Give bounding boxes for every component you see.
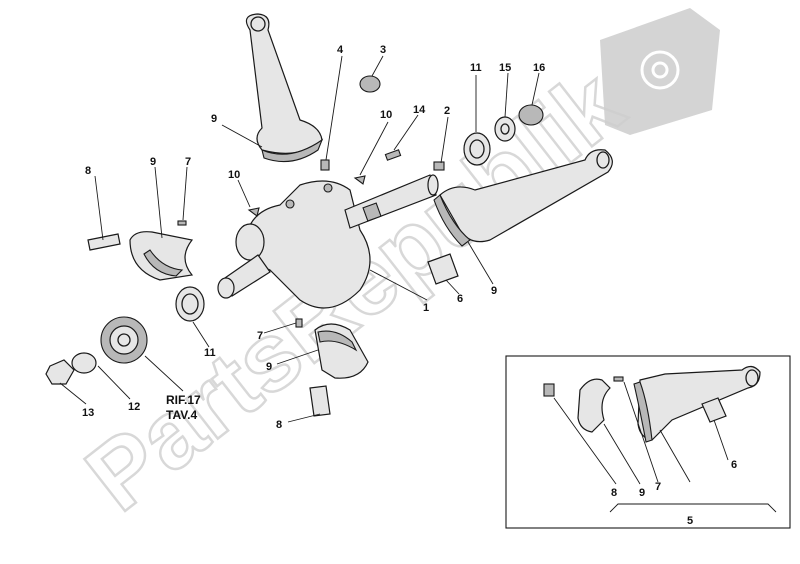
callout-11b: 11 bbox=[204, 347, 216, 359]
callout-10b: 10 bbox=[380, 109, 392, 121]
inset-connecting-rod bbox=[633, 365, 761, 443]
callout-2: 2 bbox=[444, 105, 450, 117]
callout-15: 15 bbox=[499, 62, 511, 74]
key-14 bbox=[384, 149, 402, 161]
callout-4: 4 bbox=[337, 44, 344, 56]
inset-box: 8 7 9 6 5 bbox=[505, 355, 791, 529]
bearing-cap-lower bbox=[314, 323, 369, 379]
callout-14: 14 bbox=[413, 104, 426, 116]
bushing-6 bbox=[427, 253, 459, 285]
reference-note-line2: TAV.4 bbox=[166, 408, 197, 422]
inset-leaders bbox=[553, 381, 777, 513]
inset-callout-6: 6 bbox=[731, 459, 737, 471]
reference-note: RIF.17 TAV.4 bbox=[166, 393, 201, 422]
nut-13 bbox=[45, 359, 75, 385]
inset-pin bbox=[613, 376, 624, 382]
washer-12 bbox=[71, 352, 97, 374]
inset-callout-7: 7 bbox=[655, 481, 661, 493]
callout-10a: 10 bbox=[228, 169, 240, 181]
pin-7b bbox=[295, 318, 303, 328]
callout-8a: 8 bbox=[85, 165, 91, 177]
callout-9a: 9 bbox=[211, 113, 217, 125]
callout-9b: 9 bbox=[150, 156, 156, 168]
screw-2 bbox=[433, 161, 445, 171]
bearing-shell-left bbox=[129, 231, 194, 281]
watermark-flag-logo bbox=[600, 8, 720, 135]
callout-3: 3 bbox=[380, 44, 386, 56]
callout-labels: 1 2 3 4 6 7 7 8 8 9 9 9 9 10 10 11 11 12… bbox=[82, 44, 545, 431]
callout-9d: 9 bbox=[266, 361, 272, 373]
inset-bolt bbox=[543, 383, 555, 397]
inset-callout-9: 9 bbox=[639, 487, 645, 499]
bolt-8a bbox=[87, 233, 121, 251]
bolt-8b bbox=[309, 385, 331, 417]
callout-13: 13 bbox=[82, 407, 94, 419]
key-10a bbox=[247, 207, 260, 217]
inset-bearing-cap bbox=[577, 378, 611, 433]
connecting-rod-upper bbox=[245, 13, 324, 163]
seal-11b bbox=[175, 286, 205, 322]
screw-4 bbox=[320, 159, 330, 171]
callout-11a: 11 bbox=[470, 62, 482, 74]
plug-3 bbox=[359, 75, 381, 93]
callout-12: 12 bbox=[128, 401, 140, 413]
seal-11a bbox=[463, 132, 491, 166]
nut-16 bbox=[518, 104, 544, 126]
key-10b bbox=[353, 175, 366, 185]
small-parts bbox=[45, 75, 544, 417]
ring-15 bbox=[494, 116, 516, 142]
callout-16: 16 bbox=[533, 62, 545, 74]
callout-7b: 7 bbox=[257, 330, 263, 342]
callout-6: 6 bbox=[457, 293, 463, 305]
callout-9c: 9 bbox=[491, 285, 497, 297]
callout-8b: 8 bbox=[276, 419, 282, 431]
crankshaft bbox=[217, 174, 439, 309]
pin-7a bbox=[177, 220, 187, 226]
leader-lines bbox=[59, 55, 540, 423]
inset-callout-5: 5 bbox=[687, 515, 693, 527]
callout-1: 1 bbox=[423, 302, 429, 314]
callout-7a: 7 bbox=[185, 156, 191, 168]
connecting-rod-right bbox=[433, 149, 613, 247]
reference-note-line1: RIF.17 bbox=[166, 393, 201, 407]
inset-bushing bbox=[701, 397, 727, 423]
inset-callout-8: 8 bbox=[611, 487, 617, 499]
